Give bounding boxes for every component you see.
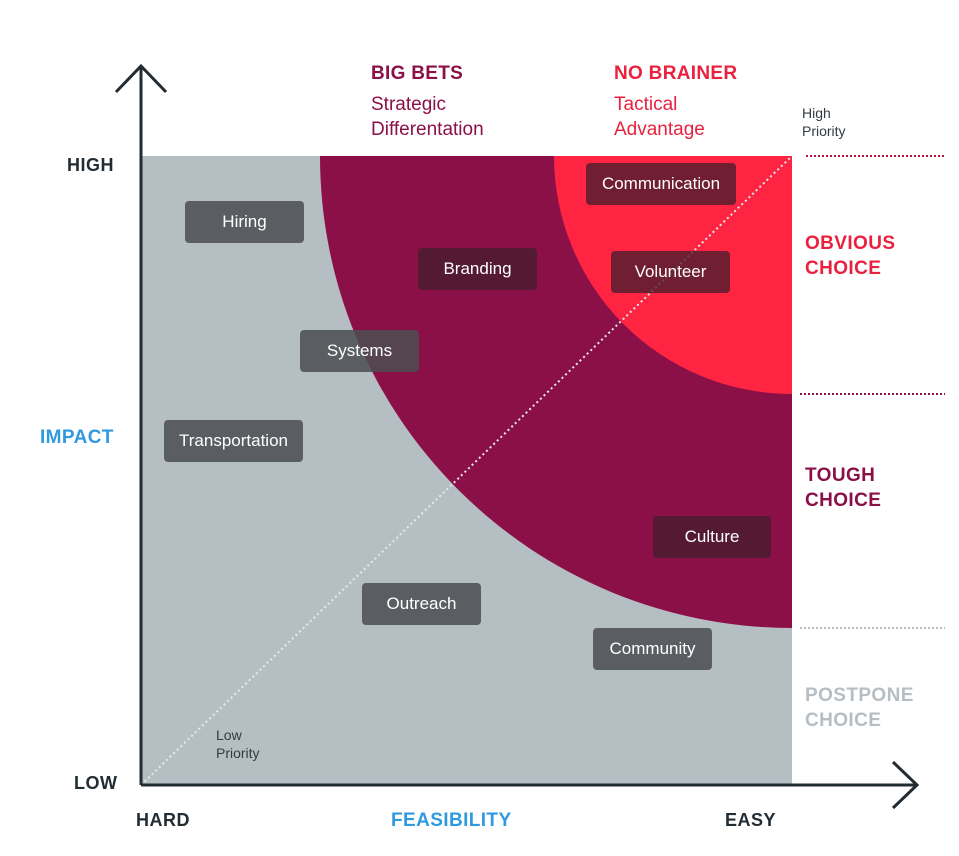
postpone-choice-label-1: POSTPONE (805, 685, 914, 706)
tough-choice-label-1: TOUGH (805, 465, 876, 486)
feasibility-hard-label: HARD (136, 810, 190, 830)
impact-low-label: LOW (74, 773, 118, 793)
high-priority-label-1: High (802, 105, 831, 121)
priority-diagonal (140, 155, 793, 786)
impact-axis (114, 63, 168, 785)
item-communication: Communication (586, 163, 736, 205)
item-culture: Culture (653, 516, 771, 558)
item-branding: Branding (418, 248, 537, 290)
item-volunteer: Volunteer (611, 251, 730, 293)
low-priority-label-1: Low (216, 727, 242, 743)
impact-high-label: HIGH (67, 155, 114, 175)
obvious-choice-label-2: CHOICE (805, 258, 882, 279)
item-community: Community (593, 628, 712, 670)
no-brainer-subtitle-2: Advantage (614, 119, 705, 140)
feasibility-easy-label: EASY (725, 810, 777, 830)
feasibility-axis (141, 760, 920, 810)
no-brainer-title: NO BRAINER (614, 63, 738, 84)
tough-choice-label-2: CHOICE (805, 490, 882, 511)
item-transportation: Transportation (164, 420, 303, 462)
feasibility-axis-title: FEASIBILITY (391, 810, 512, 831)
item-hiring: Hiring (185, 201, 304, 243)
big-bets-subtitle-2: Differentation (371, 119, 484, 140)
big-bets-title: BIG BETS (371, 63, 464, 84)
item-outreach: Outreach (362, 583, 481, 625)
item-systems: Systems (300, 330, 419, 372)
obvious-choice-label-1: OBVIOUS (805, 233, 896, 254)
big-bets-subtitle-1: Strategic (371, 94, 446, 115)
no-brainer-subtitle-1: Tactical (614, 94, 678, 115)
impact-axis-title: IMPACT (40, 427, 114, 448)
postpone-choice-label-2: CHOICE (805, 710, 882, 731)
low-priority-label-2: Priority (216, 745, 260, 761)
high-priority-label-2: Priority (802, 123, 846, 139)
